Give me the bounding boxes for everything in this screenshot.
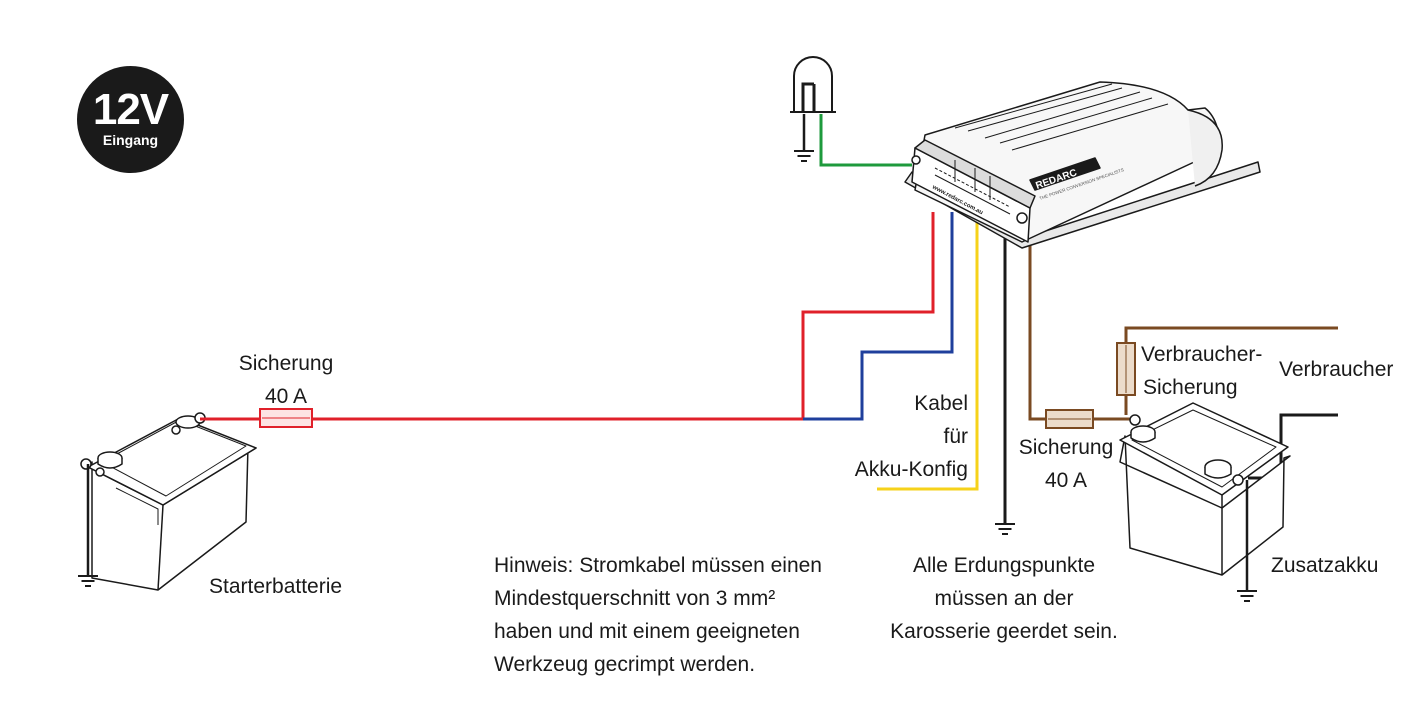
brown-wire — [1028, 232, 1046, 421]
consumer-fuse-label: Verbraucher- Sicherung — [1141, 343, 1263, 399]
ground-symbol-device — [994, 523, 1016, 535]
yellow-config-wire — [877, 218, 979, 491]
fuse-aux-label: Sicherung 40 A — [1018, 436, 1114, 492]
config-cable-label: Kabel für Akku-Konfig — [854, 392, 968, 481]
ground-symbol-aux-battery — [1236, 590, 1258, 602]
aux-battery-label: Zusatzakku — [1271, 554, 1379, 577]
ground-symbol-lamp — [793, 150, 815, 162]
fuse-start-label: Sicherung 40 A — [238, 352, 334, 408]
voltage-badge-caption: Eingang — [102, 132, 159, 148]
dc-charger-device — [904, 81, 1261, 249]
indicator-lamp-icon — [790, 56, 836, 113]
blue-wire — [803, 212, 954, 421]
starter-battery-icon — [80, 412, 257, 591]
wiring-note: Hinweis: Stromkabel müssen einen Mindest… — [494, 554, 822, 676]
starter-battery-label: Starterbatterie — [209, 575, 343, 598]
grounding-note: Alle Erdungspunkte müssen an der Karosse… — [890, 554, 1118, 643]
consumer-label: Verbraucher — [1279, 358, 1394, 381]
voltage-badge-value: 12V — [92, 85, 169, 134]
green-indicator-wire — [819, 114, 912, 167]
voltage-badge: 12V Eingang — [77, 66, 184, 173]
aux-battery-icon — [1119, 402, 1291, 576]
red-power-wire — [312, 212, 935, 421]
